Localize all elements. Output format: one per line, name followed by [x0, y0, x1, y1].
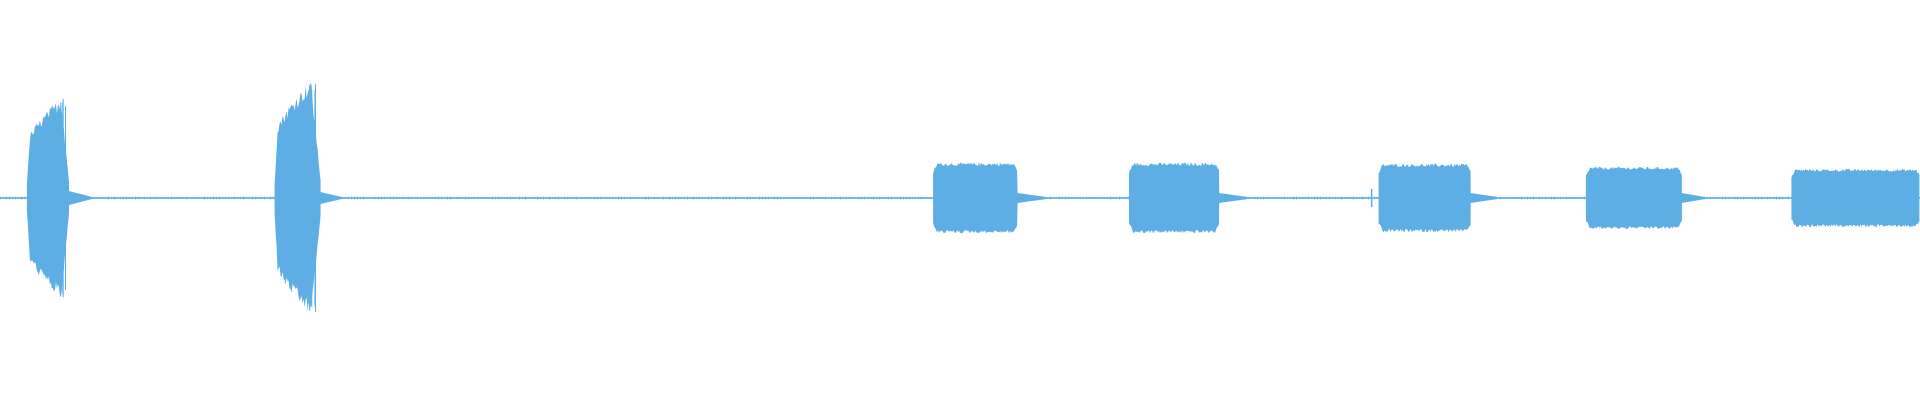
waveform-segments: [26, 82, 1920, 313]
waveform-segment-2-peaks: [308, 83, 316, 313]
waveform-segment-4: [1129, 162, 1248, 234]
waveform-segment-1-peaks: [60, 98, 66, 298]
waveform-segment-3: [933, 162, 1046, 234]
waveform-click-1: [1370, 189, 1373, 207]
waveform-segment-7: [1791, 169, 1920, 228]
waveform-segment-2: [274, 82, 342, 312]
waveform-segment-1: [26, 103, 93, 298]
waveform-segment-6: [1585, 166, 1705, 229]
waveform-segment-5: [1378, 163, 1497, 233]
